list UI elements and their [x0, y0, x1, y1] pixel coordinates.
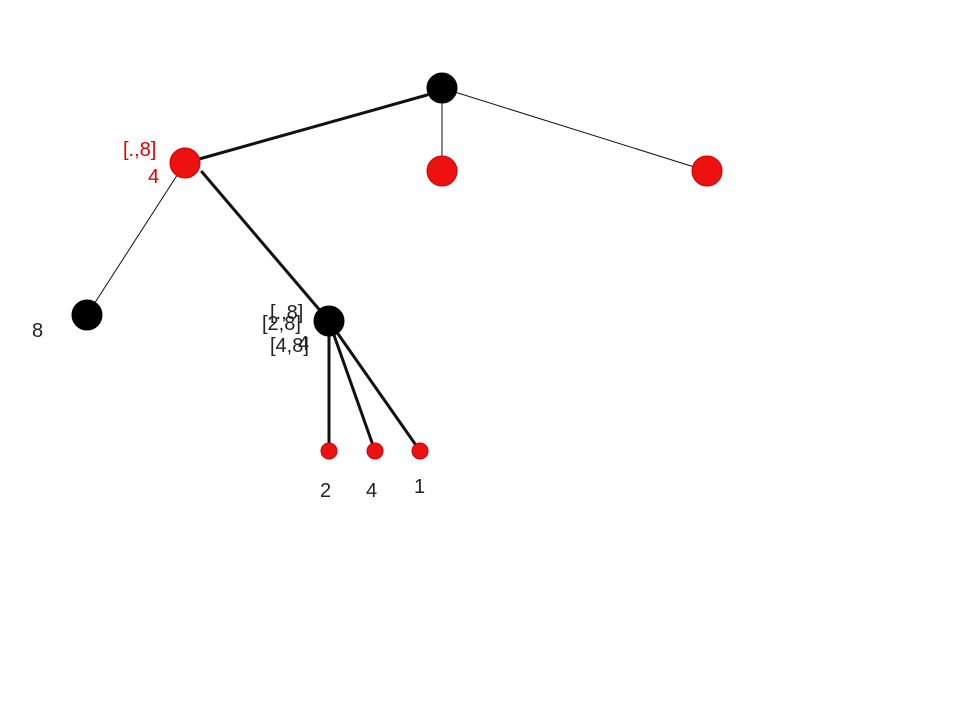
node-n4 — [71, 299, 103, 331]
n1-value-label: 4 — [148, 166, 159, 188]
leaf-2-label: 2 — [320, 480, 331, 502]
n5-value-label: 4 — [298, 333, 309, 355]
node-labels: [.,8] 4 8 [.,8] [2,8] [4,8] 4 2 4 1 — [32, 139, 425, 502]
node-n5 — [313, 305, 345, 337]
edge-n1-n5 — [200, 170, 331, 323]
tree-edges — [86, 87, 708, 453]
leaf-1-label: 1 — [414, 476, 425, 498]
n5-interval-label-b: [2,8] — [262, 313, 301, 335]
node-n2 — [426, 155, 458, 187]
edge-n5-leaf-1 — [327, 319, 422, 453]
edge-n1-n4 — [86, 162, 186, 316]
node-leaf-4 — [366, 442, 384, 460]
node-root — [426, 72, 458, 104]
edge-root-n3 — [441, 87, 708, 172]
n5-interval-label-a: [.,8] — [270, 302, 303, 324]
tree-nodes — [71, 72, 723, 460]
n1-interval-label: [.,8] — [123, 139, 156, 161]
edge-root-n1 — [183, 93, 429, 165]
n4-value-label: 8 — [32, 320, 43, 342]
edge-n5-leaf-4 — [327, 319, 377, 453]
node-n3 — [691, 155, 723, 187]
node-n1 — [169, 147, 201, 179]
leaf-4-label: 4 — [366, 480, 377, 502]
node-leaf-2 — [320, 442, 338, 460]
node-leaf-1 — [411, 442, 429, 460]
n5-interval-label-c: [4,8] — [270, 335, 309, 357]
